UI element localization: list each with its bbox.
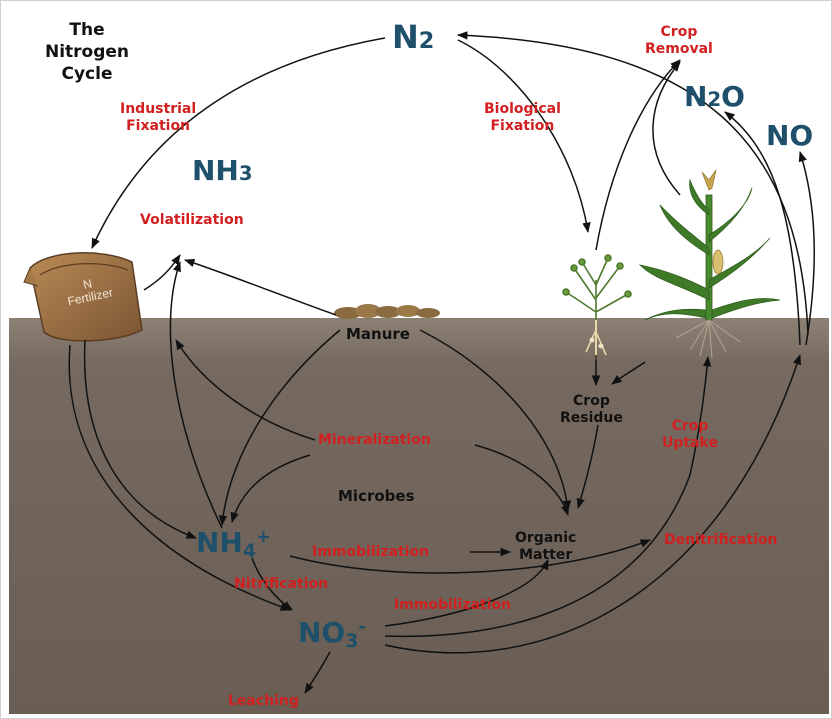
corn-residue-arrow bbox=[611, 361, 646, 385]
industrial-fixation-arrow bbox=[91, 37, 386, 249]
mineralization-to-nh4-arrow bbox=[230, 454, 311, 524]
no3-immobilization-arrow bbox=[384, 559, 549, 627]
immobilization-upper-label: Immobilization bbox=[312, 544, 430, 560]
n2o-arrow bbox=[724, 111, 801, 346]
title-line-2: Nitrogen bbox=[44, 42, 130, 62]
crop-removal-arrow-1 bbox=[595, 59, 681, 251]
no3-label: NO3- bbox=[298, 616, 366, 652]
nitrification-arrow bbox=[251, 557, 293, 611]
title-line-3: Cycle bbox=[61, 64, 113, 84]
n2-label: N2 bbox=[392, 18, 435, 56]
corn-plant bbox=[638, 169, 781, 321]
leaching-arrow bbox=[304, 651, 331, 694]
denitrification-label: Denitrification bbox=[664, 532, 778, 548]
title-line-1: The bbox=[69, 20, 105, 40]
nh3-label: NH3 bbox=[192, 154, 253, 187]
nh4-volatilization-arrow bbox=[169, 261, 223, 529]
manure-label: Manure bbox=[346, 325, 410, 343]
no-label: NO bbox=[766, 119, 814, 152]
corn-roots bbox=[675, 319, 741, 359]
manure-volatilization-arrow bbox=[184, 259, 337, 316]
n2-return-arrow bbox=[456, 31, 809, 336]
residue-to-organic-arrow bbox=[576, 424, 599, 510]
n2o-label: N2O bbox=[684, 80, 745, 113]
immobilization-lower-label: Immobilization bbox=[394, 597, 512, 613]
mineralization-up-arrow bbox=[175, 339, 316, 441]
legume-plant bbox=[562, 254, 632, 360]
mineralization-label: Mineralization bbox=[318, 432, 431, 448]
microbes-label: Microbes bbox=[338, 487, 415, 505]
fertilizer-bag bbox=[23, 252, 143, 342]
manure-to-nh4-arrow bbox=[218, 329, 341, 527]
fertilizer-to-nh4-arrow bbox=[83, 339, 197, 539]
nh4-to-uptake-arrow bbox=[289, 539, 651, 574]
manure-to-organic-arrow bbox=[419, 329, 572, 512]
fertilizer-to-no3-arrow bbox=[68, 344, 291, 611]
mineralization-from-organic-arrow bbox=[474, 444, 570, 516]
no-arrow bbox=[798, 150, 816, 346]
soil-area bbox=[9, 318, 829, 714]
volatilization-label: Volatilization bbox=[140, 212, 244, 228]
nh4-label: NH4+ bbox=[196, 526, 271, 562]
fertilizer-volatilization-arrow bbox=[143, 254, 181, 291]
crop-removal-arrow-2 bbox=[652, 61, 681, 196]
manure-pile bbox=[334, 304, 440, 319]
biological-fixation-arrow bbox=[457, 39, 591, 234]
leaching-label: Leaching bbox=[228, 693, 299, 709]
nitrification-label: Nitrification bbox=[234, 576, 329, 592]
denitrification-arrow bbox=[384, 354, 802, 654]
crop-uptake-arrow bbox=[384, 355, 712, 638]
